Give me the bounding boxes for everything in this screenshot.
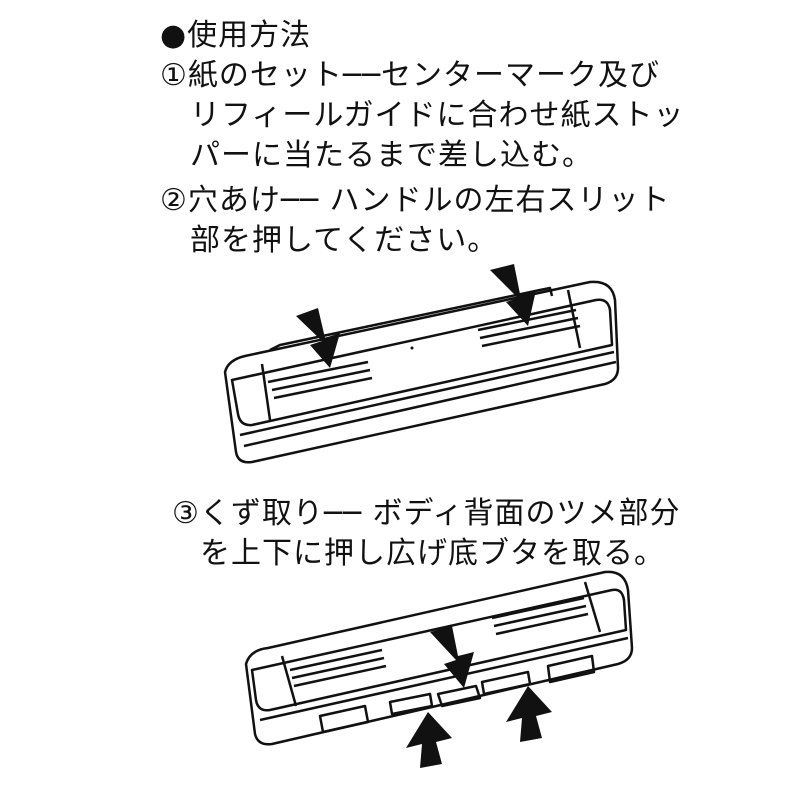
step-1-line-2: リフィールガイドに合わせ紙ストッ xyxy=(190,98,685,133)
instructions-heading: ●使用方法 xyxy=(160,18,312,53)
step-2-line-1: ②穴あけ── ハンドルの左右スリット xyxy=(160,183,671,218)
press-arrows xyxy=(296,264,536,368)
arrow-up-right-icon xyxy=(506,686,552,742)
step-3-line-2: を上下に押し広げ底ブタを取る。 xyxy=(200,536,665,571)
step-2-line-2: 部を押してください。 xyxy=(190,223,499,258)
step-1-line-1: ①紙のセット──センターマーク及び xyxy=(160,58,661,93)
arrow-down-icon xyxy=(430,626,474,688)
arrow-up-left-icon xyxy=(406,712,452,768)
step-1-line-3: パーに当たるまで差し込む。 xyxy=(190,138,593,173)
clip-arrows xyxy=(406,626,552,768)
step-3-line-1: ③くず取り── ボディ背面のツメ部分 xyxy=(172,496,681,531)
arrow-down-right-icon xyxy=(490,264,536,326)
arrow-down-left-icon xyxy=(296,308,340,368)
